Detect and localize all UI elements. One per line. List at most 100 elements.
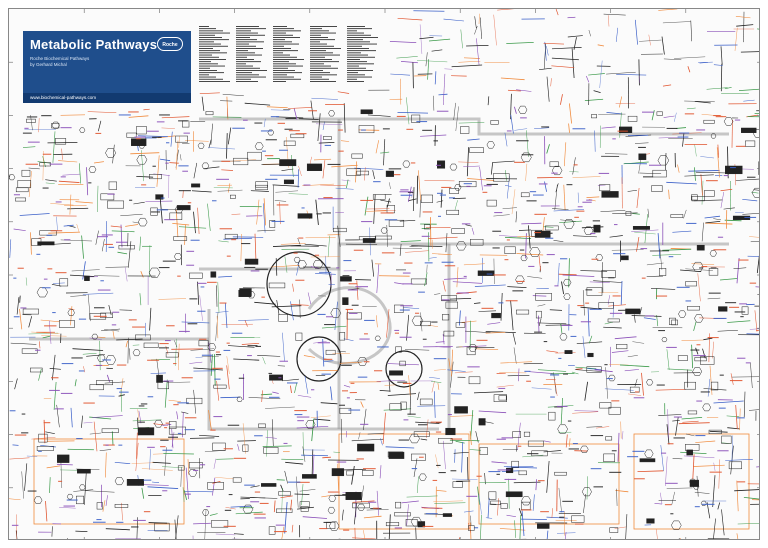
enzyme-label (160, 439, 169, 441)
reaction-line (181, 321, 210, 324)
reaction-line (172, 223, 190, 226)
reaction-line (587, 368, 602, 370)
reaction-line (677, 164, 680, 173)
reaction-line (599, 60, 603, 89)
enzyme-label (178, 165, 189, 167)
legend-text-line (273, 32, 286, 34)
enzyme-label (388, 168, 402, 170)
compound-box (468, 525, 475, 531)
reaction-line (431, 49, 443, 52)
reaction-line (527, 225, 531, 249)
ring-structure (559, 333, 568, 341)
reaction-line (506, 466, 538, 469)
reaction-line (655, 389, 686, 391)
reaction-line (523, 362, 543, 365)
reaction-line (658, 414, 682, 416)
legend-text-line (236, 70, 267, 71)
reaction-line (397, 17, 423, 21)
reaction-line (182, 487, 185, 503)
poster-url[interactable]: www.biochemical-pathways.com (23, 93, 191, 103)
reaction-line (588, 335, 593, 344)
reaction-line (281, 458, 304, 460)
legend-text-line (310, 65, 331, 67)
reaction-line (754, 310, 758, 332)
reaction-line (302, 446, 306, 462)
enzyme-label (737, 357, 746, 359)
enzyme-label (138, 421, 145, 423)
legend-text-line (310, 48, 341, 49)
compound-box (609, 527, 619, 533)
reaction-line (665, 152, 667, 171)
reaction-line (469, 431, 472, 445)
reaction-line (417, 391, 420, 401)
reaction-line (409, 245, 418, 247)
compound-box (500, 503, 508, 509)
enzyme-label (247, 355, 252, 357)
ring-structure (305, 420, 316, 429)
reaction-line (491, 461, 507, 464)
reaction-line (89, 337, 102, 340)
reaction-line (485, 517, 493, 519)
legend-text-line (236, 50, 248, 52)
reaction-line (117, 251, 128, 255)
enzyme-label (609, 312, 623, 314)
legend-text-line (347, 28, 372, 30)
enzyme-label (740, 316, 744, 318)
enzyme-label (642, 111, 654, 113)
reaction-line (558, 487, 562, 513)
enzyme-label (520, 117, 527, 119)
reaction-line (315, 273, 336, 275)
reaction-line (67, 448, 94, 451)
reaction-line (354, 527, 356, 539)
ring-structure (689, 478, 696, 485)
reaction-line (323, 360, 334, 363)
enzyme-label (41, 115, 52, 117)
compound-box (564, 350, 573, 354)
compound-box (468, 376, 481, 385)
reaction-line (459, 310, 461, 326)
reaction-line (724, 86, 732, 90)
reaction-line (199, 434, 220, 437)
reaction-line (380, 151, 390, 154)
reaction-line (208, 139, 212, 149)
reaction-line (424, 180, 455, 182)
reaction-line (436, 200, 444, 203)
reaction-line (504, 236, 532, 240)
reaction-line (101, 238, 105, 252)
reaction-line (724, 219, 742, 222)
reaction-line (237, 440, 256, 442)
ring-structure (521, 496, 532, 506)
reaction-line (747, 116, 759, 118)
reaction-line (376, 379, 406, 382)
reaction-line (650, 287, 676, 290)
ring-structure (518, 105, 528, 114)
reaction-line (514, 106, 517, 114)
reaction-line (573, 235, 597, 238)
ring-structure (138, 142, 145, 149)
reaction-line (531, 387, 552, 390)
reaction-line (125, 340, 128, 348)
compound-box (527, 440, 544, 447)
ring-structure (207, 343, 217, 351)
enzyme-label (95, 364, 103, 366)
legend-text-line (199, 63, 218, 65)
enzyme-label (717, 450, 729, 452)
ring-structure (136, 155, 148, 165)
enzyme-label (640, 248, 648, 250)
reaction-line (386, 198, 390, 208)
ring-structure (374, 335, 381, 341)
enzyme-label (293, 252, 298, 254)
enzyme-label (215, 354, 222, 356)
legend-text-line (347, 67, 366, 69)
reaction-line (273, 500, 276, 513)
reaction-line (703, 337, 713, 341)
reaction-line (754, 113, 759, 114)
reaction-line (464, 330, 491, 333)
reaction-line (330, 386, 333, 401)
reaction-line (136, 432, 138, 459)
legend-text-line (236, 67, 260, 69)
reaction-line (376, 264, 380, 294)
compound-box (745, 140, 756, 147)
reaction-line (70, 295, 87, 297)
enzyme-label (416, 121, 428, 123)
